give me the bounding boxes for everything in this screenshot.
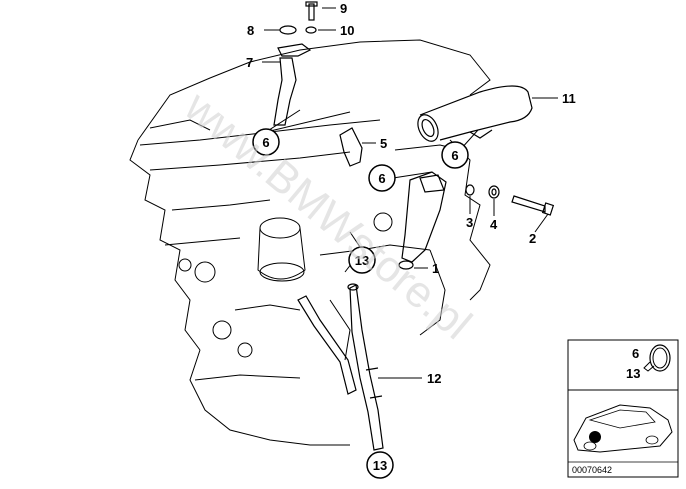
part-3-washer	[465, 184, 475, 196]
callout-12: 12	[427, 371, 441, 386]
callout-10: 10	[340, 23, 354, 38]
callout-5: 5	[380, 136, 387, 151]
inset-box: 6 13 00070642	[567, 339, 679, 478]
callout-8: 8	[247, 23, 254, 38]
svg-text:13: 13	[355, 253, 369, 268]
car-location-icon	[573, 404, 673, 453]
part-10-washer	[305, 26, 317, 34]
callout-3: 3	[466, 215, 473, 230]
inset-callout-13: 13	[626, 366, 640, 381]
callout-4: 4	[490, 217, 498, 232]
part-8-seal	[279, 25, 297, 35]
part-5-elbow	[339, 127, 363, 167]
hose-clamp-icon	[643, 344, 671, 372]
circled-callout-6-right: 6	[441, 141, 469, 169]
callout-7: 7	[246, 55, 253, 70]
circled-callout-6-middle: 6	[368, 164, 396, 192]
part-1-housing	[398, 171, 447, 270]
part-7-tube	[273, 43, 312, 126]
leader-lines	[262, 7, 558, 379]
circled-callout-13-lower: 13	[366, 451, 394, 479]
svg-text:6: 6	[378, 171, 385, 186]
callout-1: 1	[432, 261, 439, 276]
circled-callout-13-upper: 13	[348, 246, 376, 274]
svg-text:13: 13	[373, 458, 387, 473]
part-2-bolt	[511, 195, 555, 216]
svg-text:6: 6	[262, 135, 269, 150]
inset-callout-6: 6	[632, 346, 639, 361]
engine-block-outline	[129, 39, 491, 446]
catalog-number: 00070642	[572, 465, 612, 475]
callout-2: 2	[529, 231, 536, 246]
part-12-hose	[297, 283, 384, 451]
callout-9: 9	[340, 1, 347, 16]
part-11-pipe	[417, 85, 533, 142]
svg-text:6: 6	[451, 148, 458, 163]
part-4-washer	[488, 185, 500, 199]
callout-11: 11	[562, 91, 576, 106]
circled-callout-6-left: 6	[252, 128, 280, 156]
part-9-bolt	[305, 1, 318, 21]
